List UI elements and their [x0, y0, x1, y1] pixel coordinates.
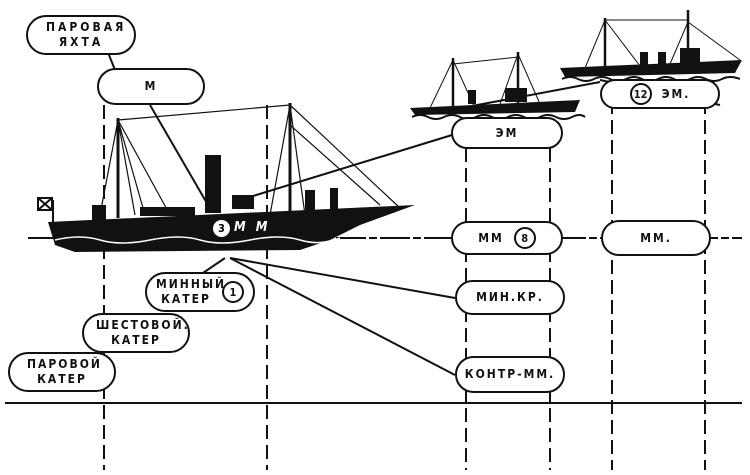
label-mm-middle-text: ММ: [478, 230, 504, 245]
steam-yacht-ship: [37, 103, 415, 252]
label-pole-boat: ШЕСТОВОЙ. КАТЕР: [82, 313, 190, 353]
label-steam-yacht-text: ПАРОВАЯ ЯХТА: [46, 20, 127, 49]
label-counter-destroyer-text: КОНТР-ММ.: [464, 367, 556, 381]
label-mine-boat-text: МИННЫЙ КАТЕР: [156, 277, 227, 306]
label-pole-boat-text: ШЕСТОВОЙ. КАТЕР: [96, 318, 190, 347]
middle-ship: [410, 52, 586, 120]
label-m: М: [97, 68, 205, 105]
label-steam-boat-text: ПАРОВОЙ КАТЕР: [27, 357, 102, 386]
label-mine-cruiser: МИН.КР.: [455, 280, 565, 315]
label-m-text: М: [144, 79, 158, 93]
number-badge-12: 12: [629, 83, 652, 105]
connector-yacht-em: [239, 134, 453, 201]
label-em-middle: ЭМ: [451, 117, 563, 149]
hull-number-badge: 3: [213, 220, 230, 237]
number-badge-1: 1: [222, 281, 244, 303]
label-mm-middle: ММ 8: [451, 221, 563, 255]
hull-label: М М: [234, 220, 271, 235]
label-steam-boat: ПАРОВОЙ КАТЕР: [8, 352, 116, 392]
connector-yacht-kontr: [229, 257, 456, 376]
connector-yacht-minkr: [229, 257, 456, 299]
label-steam-yacht: ПАРОВАЯ ЯХТА: [26, 15, 136, 55]
label-mm-right-text: ММ.: [640, 230, 672, 245]
connector-m-yacht: [149, 104, 209, 206]
label-em-right-text: ЭМ.: [661, 86, 691, 101]
label-mine-boat: МИННЫЙ КАТЕР 1: [145, 272, 255, 312]
label-mine-cruiser-text: МИН.КР.: [476, 290, 544, 304]
number-badge-8: 8: [513, 227, 536, 249]
label-em-right: 12 ЭМ.: [600, 79, 720, 109]
label-mm-right: ММ.: [601, 220, 711, 256]
right-ship: [560, 10, 742, 82]
label-counter-destroyer: КОНТР-ММ.: [455, 356, 565, 393]
label-em-middle-text: ЭМ: [495, 125, 519, 140]
